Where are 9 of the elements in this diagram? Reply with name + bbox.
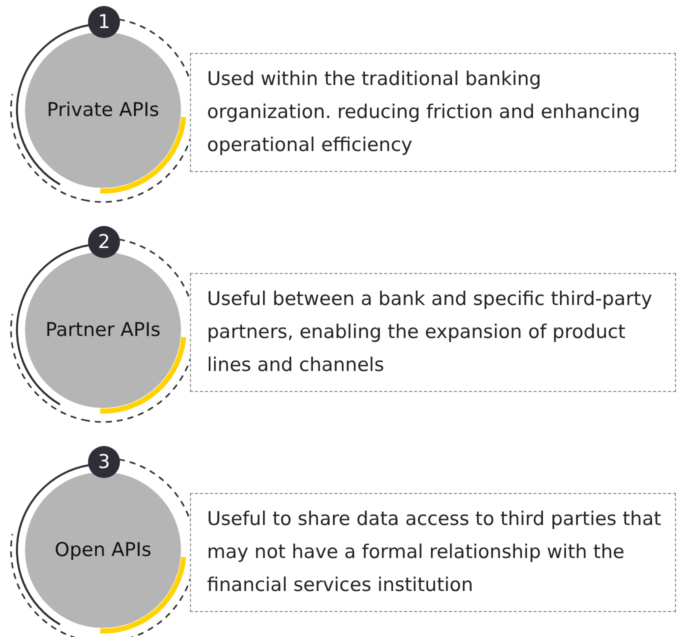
number-badge: 2	[88, 226, 120, 258]
category-circle: Partner APIs	[25, 252, 181, 408]
description-box: Useful between a bank and specific third-party partners, enabling the expansion of product lines and channels	[190, 273, 676, 392]
number-badge: 1	[88, 6, 120, 38]
category-circle: Open APIs	[25, 472, 181, 628]
description-box: Useful to share data access to third parties that may not have a formal relationship with the financial services institution	[190, 493, 676, 612]
number-badge: 3	[88, 446, 120, 478]
description-box: Used within the traditional banking organization. reducing friction and enhancing operational efficiency	[190, 53, 676, 172]
category-circle: Private APIs	[25, 32, 181, 188]
